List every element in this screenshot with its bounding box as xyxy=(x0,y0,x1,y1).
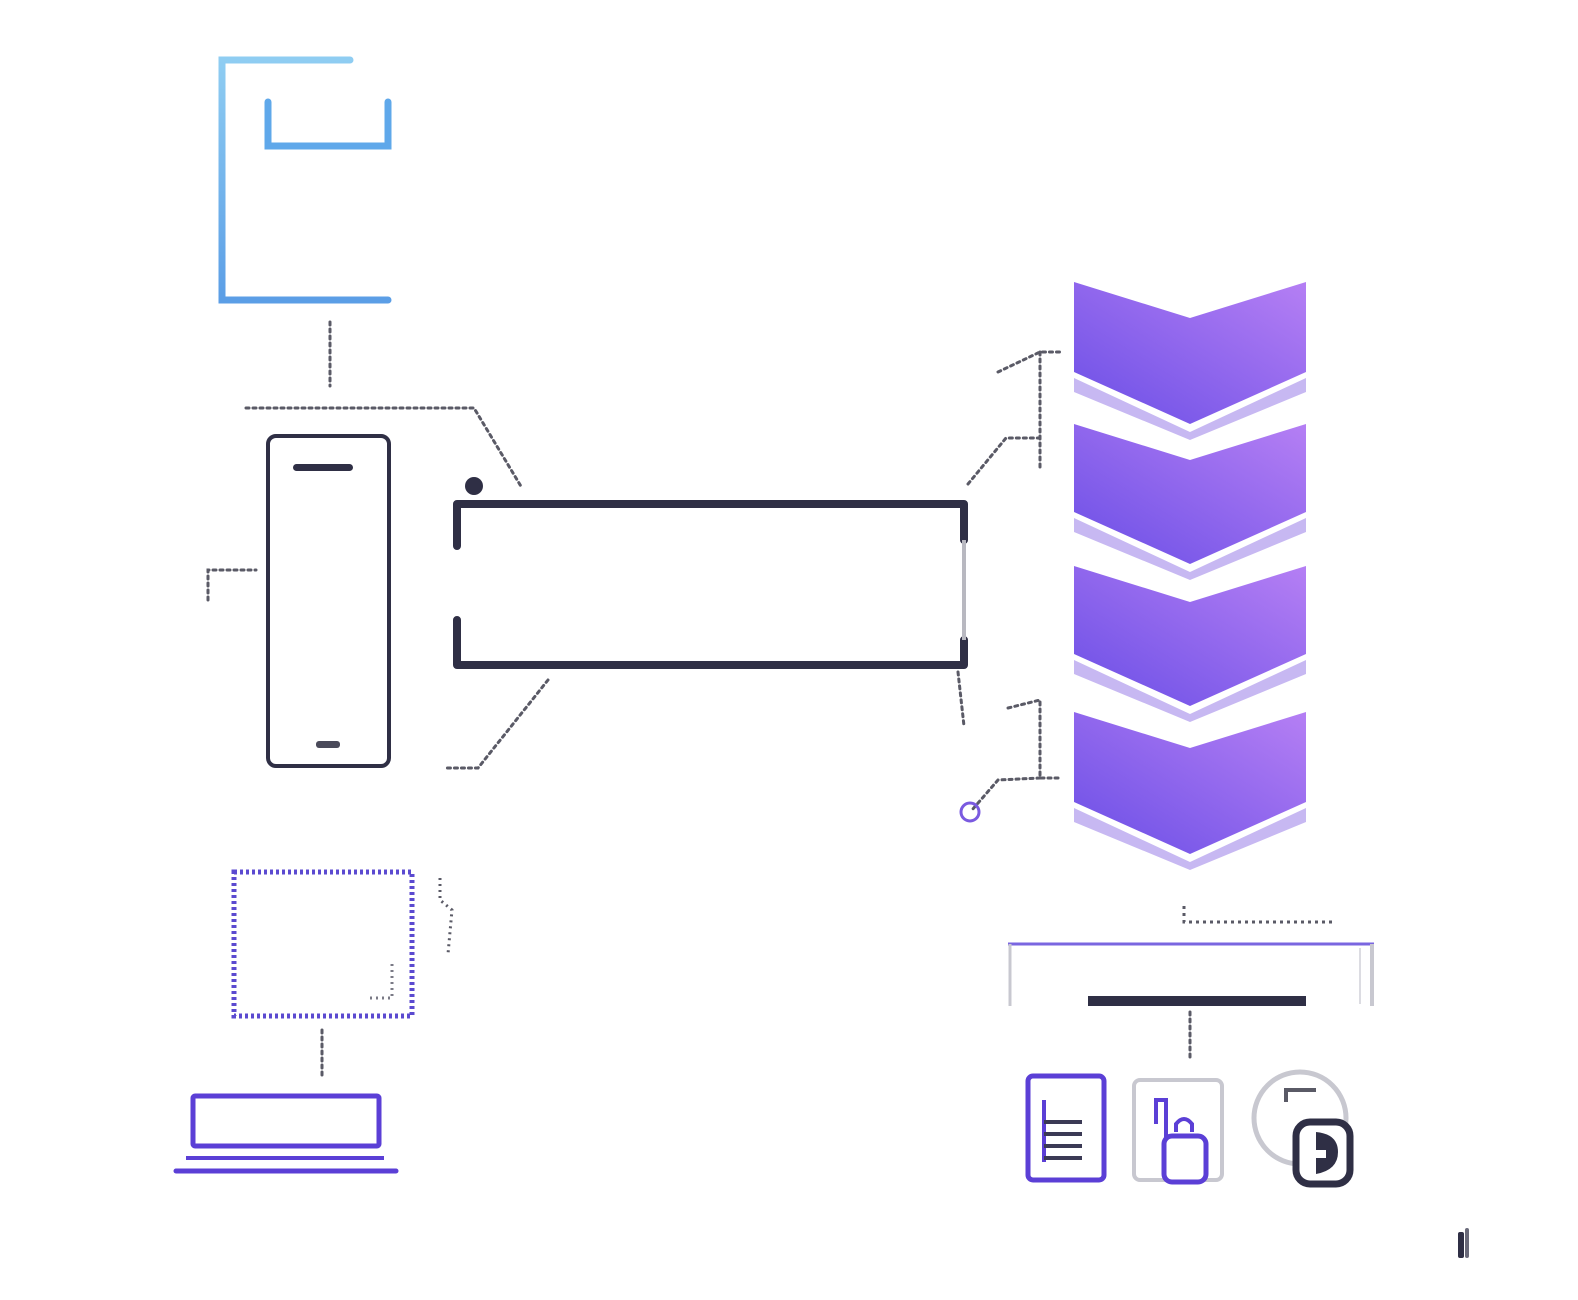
chevron-down-icon xyxy=(1074,424,1306,580)
chevron-down-icon xyxy=(1074,282,1306,440)
dotted-frame-icon xyxy=(231,869,454,1019)
connector-bar-bottom-right xyxy=(956,670,966,728)
small-ring-icon xyxy=(959,801,981,823)
chevron-down-icon xyxy=(1074,566,1306,722)
chevron-down-icon xyxy=(1074,712,1306,870)
connector-chevron-bottom xyxy=(970,698,1062,812)
connector-bar-to-chevrons xyxy=(966,436,1042,486)
info-icon xyxy=(1458,1228,1469,1258)
chevron-stack xyxy=(1074,282,1306,870)
horizontal-bar-frame-icon xyxy=(453,477,968,669)
laptop-icon xyxy=(173,1093,399,1174)
connector-chevron-top xyxy=(996,350,1062,472)
bracket-frame-icon xyxy=(218,56,392,304)
connector-bar-bottom-left xyxy=(444,678,550,770)
document-icon xyxy=(1025,1073,1107,1183)
connector-phone-top xyxy=(244,406,524,490)
connector-phone-left xyxy=(206,568,258,602)
panel-icon xyxy=(1008,906,1374,1006)
phone-icon xyxy=(266,434,391,768)
circle-badge-icon xyxy=(1251,1069,1354,1188)
lock-icon xyxy=(1132,1078,1224,1185)
